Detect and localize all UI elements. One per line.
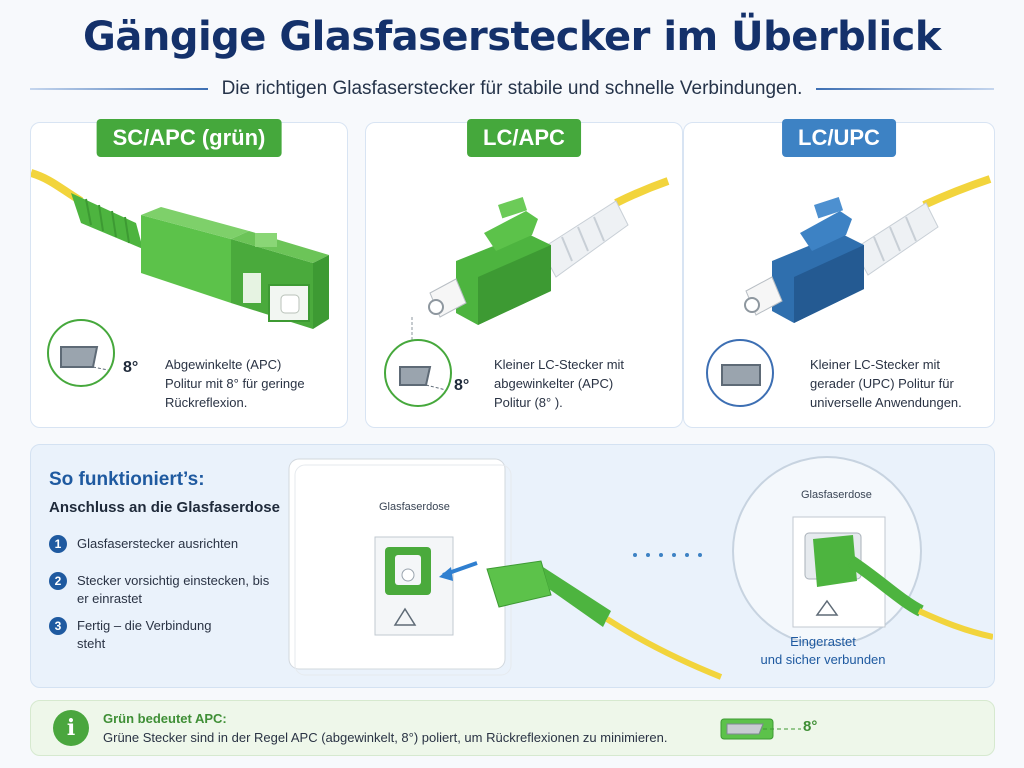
step-text: Glasfaserstecker ausrichten — [77, 536, 239, 551]
step-number: 3 — [49, 617, 67, 635]
page-title: Gängige Glasfaserstecker im Überblick — [83, 14, 941, 60]
connector-card-lc-apc: 8° Kleiner LC-Stecker mit abgewinkelter … — [365, 119, 683, 428]
polish-zoom-icon — [706, 339, 774, 407]
zoom-detail-illustration — [732, 456, 993, 646]
polish-angle-label: 8° — [123, 359, 139, 376]
polish-angle-label: 8° — [454, 377, 470, 394]
page-subtitle: Die richtigen Glasfaserstecker für stabi… — [221, 78, 803, 99]
connector-badge: LC/UPC — [782, 119, 896, 157]
info-icon: i — [53, 710, 89, 746]
info-angle-label: 8° — [803, 718, 818, 735]
info-bar: i Grün bedeutet APC: Grüne Stecker sind … — [30, 700, 995, 756]
connector-description: Abgewinkelte (APC) Politur mit 8° für ge… — [165, 357, 305, 410]
howto-subheading: Anschluss an die Glasfaserdose — [49, 499, 280, 516]
polish-zoom-icon — [47, 319, 115, 387]
apc-ferrule-icon — [720, 718, 801, 740]
connector-badge: SC/APC (grün) — [96, 119, 282, 157]
connector-card-sc-apc: 8° Abgewinkelte (APC) Politur mit 8° für… — [30, 119, 348, 428]
howto-step: 3 Fertig – die Verbindung steht — [49, 617, 289, 653]
lc-upc-connector-illustration — [744, 175, 992, 323]
howto-step: 1 Glasfaserstecker ausrichten — [49, 535, 289, 553]
divider-right — [816, 88, 995, 90]
connector-card-lc-upc: Kleiner LC-Stecker mit gerader (UPC) Pol… — [683, 119, 995, 428]
polish-zoom-icon — [384, 339, 452, 407]
step-number: 1 — [49, 535, 67, 553]
howto-panel: So funktioniert’s: Anschluss an die Glas… — [30, 444, 995, 688]
divider-left — [30, 88, 208, 90]
wall-socket-illustration — [288, 458, 723, 680]
connector-badge: LC/APC — [467, 119, 581, 157]
sc-apc-connector-illustration — [31, 169, 329, 329]
info-heading: Grün bedeutet APC: — [103, 711, 227, 726]
info-text: Grüne Stecker sind in der Regel APC (abg… — [103, 730, 668, 745]
result-caption: Eingerastet und sicher verbunden — [760, 634, 886, 667]
flow-dots — [633, 553, 702, 557]
connector-description: Kleiner LC-Stecker mit gerader (UPC) Pol… — [810, 357, 962, 410]
howto-heading: So funktioniert’s: — [49, 469, 205, 490]
step-number: 2 — [49, 572, 67, 590]
zoom-socket-label: Glasfaserdose — [801, 489, 872, 501]
step-text: Fertig – die Verbindung steht — [77, 618, 212, 651]
step-text: Stecker vorsichtig einstecken, bis er ei… — [77, 573, 270, 606]
subtitle-row: Die richtigen Glasfaserstecker für stabi… — [30, 74, 995, 104]
lc-apc-connector-illustration — [411, 177, 670, 343]
connector-description: Kleiner LC-Stecker mit abgewinkelter (AP… — [494, 357, 625, 410]
socket-label: Glasfaserdose — [379, 501, 450, 513]
howto-step: 2 Stecker vorsichtig einstecken, bis er … — [49, 572, 289, 608]
